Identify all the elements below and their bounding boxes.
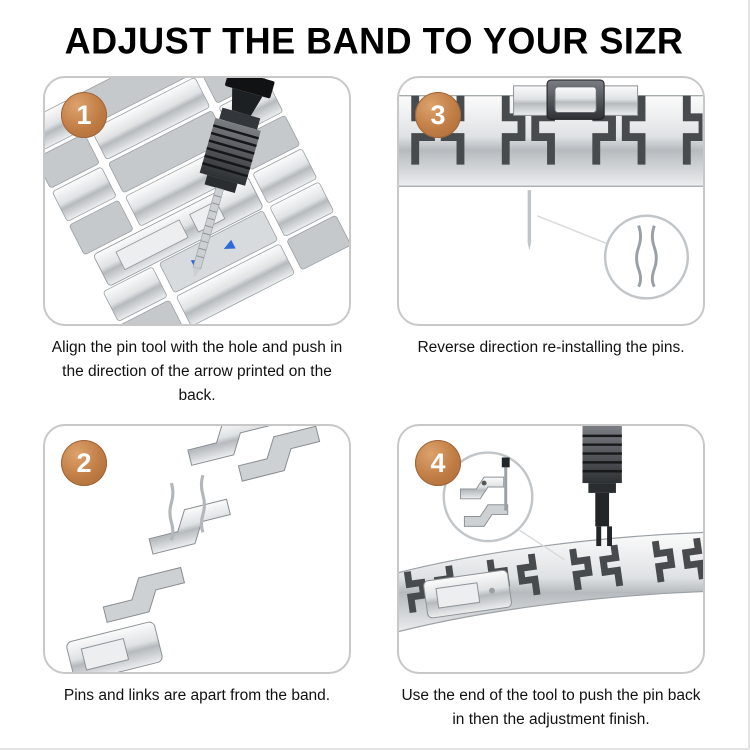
panel-box-2: 2 — [43, 424, 351, 675]
step-caption: Pins and links are apart from the band. — [63, 687, 331, 705]
loose-pins-icon — [168, 474, 206, 541]
magnifier-pins-detail — [603, 214, 690, 300]
page-title: ADJUST THE BAND TO YOUR SIZR — [64, 19, 684, 62]
step-caption: Reverse direction re-installing the pins… — [417, 339, 685, 356]
step-number-badge: 2 — [61, 440, 107, 487]
panel-step-4: 4 — [397, 424, 705, 736]
clasp-plate-icon — [423, 569, 512, 619]
links-and-pins-apart-illustration — [66, 426, 325, 673]
step-number-badge: 1 — [61, 92, 107, 138]
panel-box-1: 1 — [43, 76, 351, 326]
tool-push-pin-back-illustration — [399, 426, 703, 633]
pin-removal-tool-icon — [192, 78, 275, 278]
panels-grid: 1 — [0, 76, 748, 736]
panel-box-4: 4 — [397, 424, 705, 675]
pin-tool-on-band-illustration — [45, 78, 349, 324]
step-number-badge: 3 — [415, 92, 461, 138]
clasp-buckle-icon — [513, 79, 639, 120]
step-caption: Use the end of the tool to push the pin … — [401, 687, 701, 729]
pin-tool-icon — [582, 426, 622, 547]
magnifier-pin-hole-detail — [442, 451, 534, 543]
step-number-badge: 4 — [415, 440, 461, 487]
spring-bar-pin-icon — [527, 190, 532, 251]
panel-step-3: 3 — [397, 76, 705, 410]
panel-step-2: 2 Pins and links are — [43, 424, 351, 736]
step-caption: Align the pin tool with the hole and pus… — [51, 339, 343, 405]
panel-box-3: 3 — [397, 76, 705, 326]
panel-step-1: 1 — [43, 76, 351, 410]
